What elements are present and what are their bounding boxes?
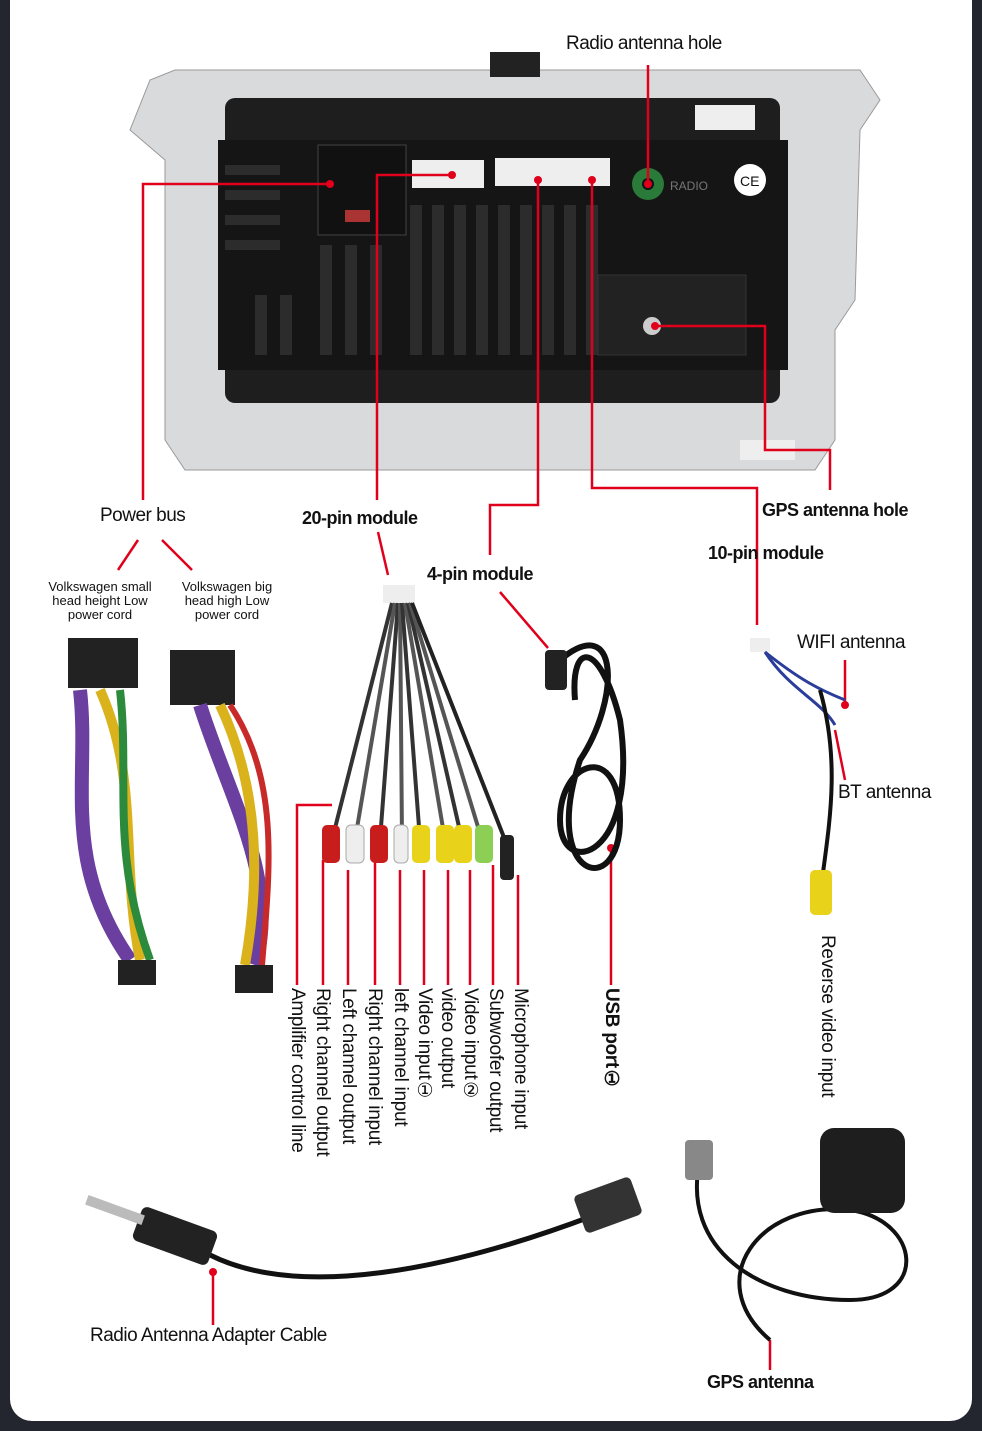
label-10pin-module: 10-pin module xyxy=(708,543,824,563)
label-video-input-1: Video input① xyxy=(414,988,435,1102)
leader-lines xyxy=(116,65,847,1370)
label-gps-antenna-hole: GPS antenna hole xyxy=(762,500,909,520)
rca-plugs xyxy=(322,824,514,880)
label-subwoofer-output: Subwoofer output xyxy=(485,988,506,1133)
label-microphone-input: Microphone input xyxy=(510,988,531,1129)
label-bt-antenna: BT antenna xyxy=(838,782,931,803)
label-reverse-video-input: Reverse video input xyxy=(817,935,838,1098)
label-radio-antenna-adapter: Radio Antenna Adapter Cable xyxy=(90,1325,327,1346)
label-video-input-2: Video input② xyxy=(460,988,481,1102)
radio-marking: RADIO xyxy=(670,179,708,193)
power-harness-small xyxy=(68,638,156,985)
radio-adapter-cable xyxy=(85,1177,642,1280)
antenna-cable xyxy=(750,638,846,915)
label-amplifier-control-line: Amplifier control line xyxy=(287,988,308,1153)
label-right-channel-input: Right channel input xyxy=(364,988,385,1145)
diagram-card: CE RADIO xyxy=(10,0,972,1421)
label-vw-big: Volkswagen big head high Low power cord xyxy=(181,579,273,622)
wiring-illustration: CE RADIO xyxy=(68,52,909,1370)
label-gps-antenna: GPS antenna xyxy=(707,1372,814,1392)
label-power-bus: Power bus xyxy=(100,505,186,526)
ce-mark: CE xyxy=(740,173,759,189)
label-left-channel-input: left channel input xyxy=(390,988,411,1127)
label-video-output: video output xyxy=(437,988,458,1088)
label-4pin-module: 4-pin module xyxy=(427,564,534,584)
label-left-channel-output: Left channel output xyxy=(338,988,359,1144)
label-usb-port: USB port① xyxy=(601,988,622,1090)
power-harness-big xyxy=(170,650,273,993)
label-wifi-antenna: WIFI antenna xyxy=(797,632,906,653)
label-radio-antenna-hole: Radio antenna hole xyxy=(566,33,722,54)
usb-cable xyxy=(556,642,627,871)
gps-antenna-device xyxy=(685,1128,909,1342)
label-right-channel-output: Right channel output xyxy=(312,988,333,1157)
rca-harness xyxy=(330,585,507,841)
label-20pin-module: 20-pin module xyxy=(302,508,418,528)
label-vw-small: Volkswagen small head height Low power c… xyxy=(48,579,152,622)
